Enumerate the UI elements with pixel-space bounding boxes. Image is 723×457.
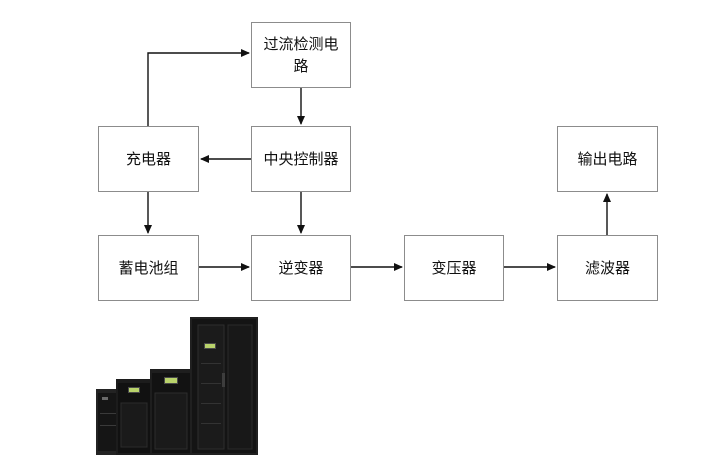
node-inverter-label: 逆变器 [278, 259, 324, 277]
ups-cabinet-medium [116, 379, 152, 455]
node-transformer: 变压器 [404, 235, 504, 301]
node-charger-label: 充电器 [125, 150, 171, 168]
node-charger: 充电器 [98, 126, 199, 192]
ups-cabinet-large [150, 369, 192, 455]
ups-cabinet-tower [190, 317, 258, 455]
arrow-charger-to-overcurrent [147, 49, 250, 126]
node-overcurrent-detection-label: 过流检测电路 [263, 35, 339, 75]
node-inverter: 逆变器 [251, 235, 351, 301]
node-output-circuit: 输出电路 [557, 126, 658, 192]
node-battery-pack-label: 蓄电池组 [118, 259, 179, 277]
node-central-controller: 中央控制器 [251, 126, 351, 192]
node-overcurrent-detection: 过流检测电路 [251, 22, 351, 88]
node-central-controller-label: 中央控制器 [263, 150, 339, 168]
node-filter-label: 滤波器 [584, 259, 630, 277]
node-filter: 滤波器 [557, 235, 658, 301]
node-battery-pack: 蓄电池组 [98, 235, 199, 301]
node-output-circuit-label: 输出电路 [577, 150, 638, 168]
ups-cabinets-image [96, 317, 258, 455]
node-transformer-label: 变压器 [431, 259, 477, 277]
